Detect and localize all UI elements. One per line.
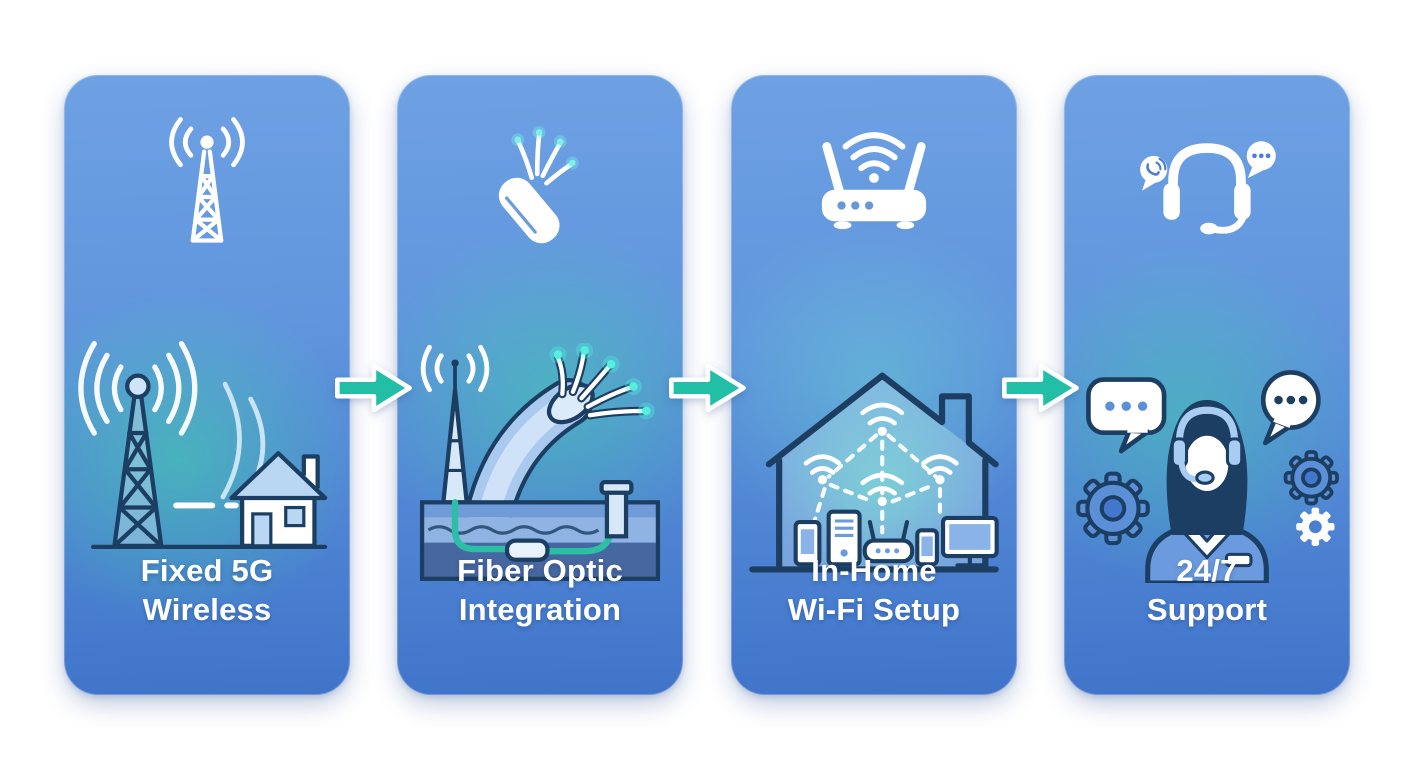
arrow-right-icon [331, 356, 415, 420]
step-title-line1: Fiber Optic [457, 553, 623, 589]
step-title-line2: Wireless [142, 592, 272, 628]
step-title-line1: In-Home [811, 553, 937, 589]
step-title: Fiber Optic Integration [405, 551, 675, 629]
arrow-right-icon [665, 356, 749, 420]
step-card-fiber-optic-integration: Fiber Optic Integration [397, 75, 683, 695]
step-title: Fixed 5G Wireless [72, 551, 342, 629]
arrow-right-icon [998, 356, 1082, 420]
step-title-line2: Wi-Fi Setup [787, 592, 961, 628]
support-agent-chat-gears-illustration [1064, 353, 1350, 583]
step-card-fixed-5g-wireless: Fixed 5G Wireless [64, 75, 350, 695]
step-card-in-home-wifi-setup: In-Home Wi-Fi Setup [731, 75, 1017, 695]
step-title-line2: Integration [458, 592, 622, 628]
fiber-optic-cable-icon [397, 111, 683, 261]
step-title: In-Home Wi-Fi Setup [739, 551, 1009, 629]
step-title: 24/7 Support [1072, 551, 1342, 629]
home-mesh-wifi-devices-illustration [731, 357, 1017, 584]
step-card-24-7-support: 24/7 Support [1064, 75, 1350, 695]
step-title-line1: 24/7 [1176, 553, 1238, 589]
support-headset-icon [1064, 119, 1350, 245]
step-title-line2: Support [1146, 592, 1268, 628]
5g-tower-beaming-to-house-illustration [64, 337, 350, 561]
underground-fiber-cable-with-antenna-illustration [397, 343, 683, 582]
step-title-line1: Fixed 5G [140, 553, 274, 589]
wifi-router-icon [731, 119, 1017, 237]
cell-tower-signal-icon [64, 105, 350, 253]
